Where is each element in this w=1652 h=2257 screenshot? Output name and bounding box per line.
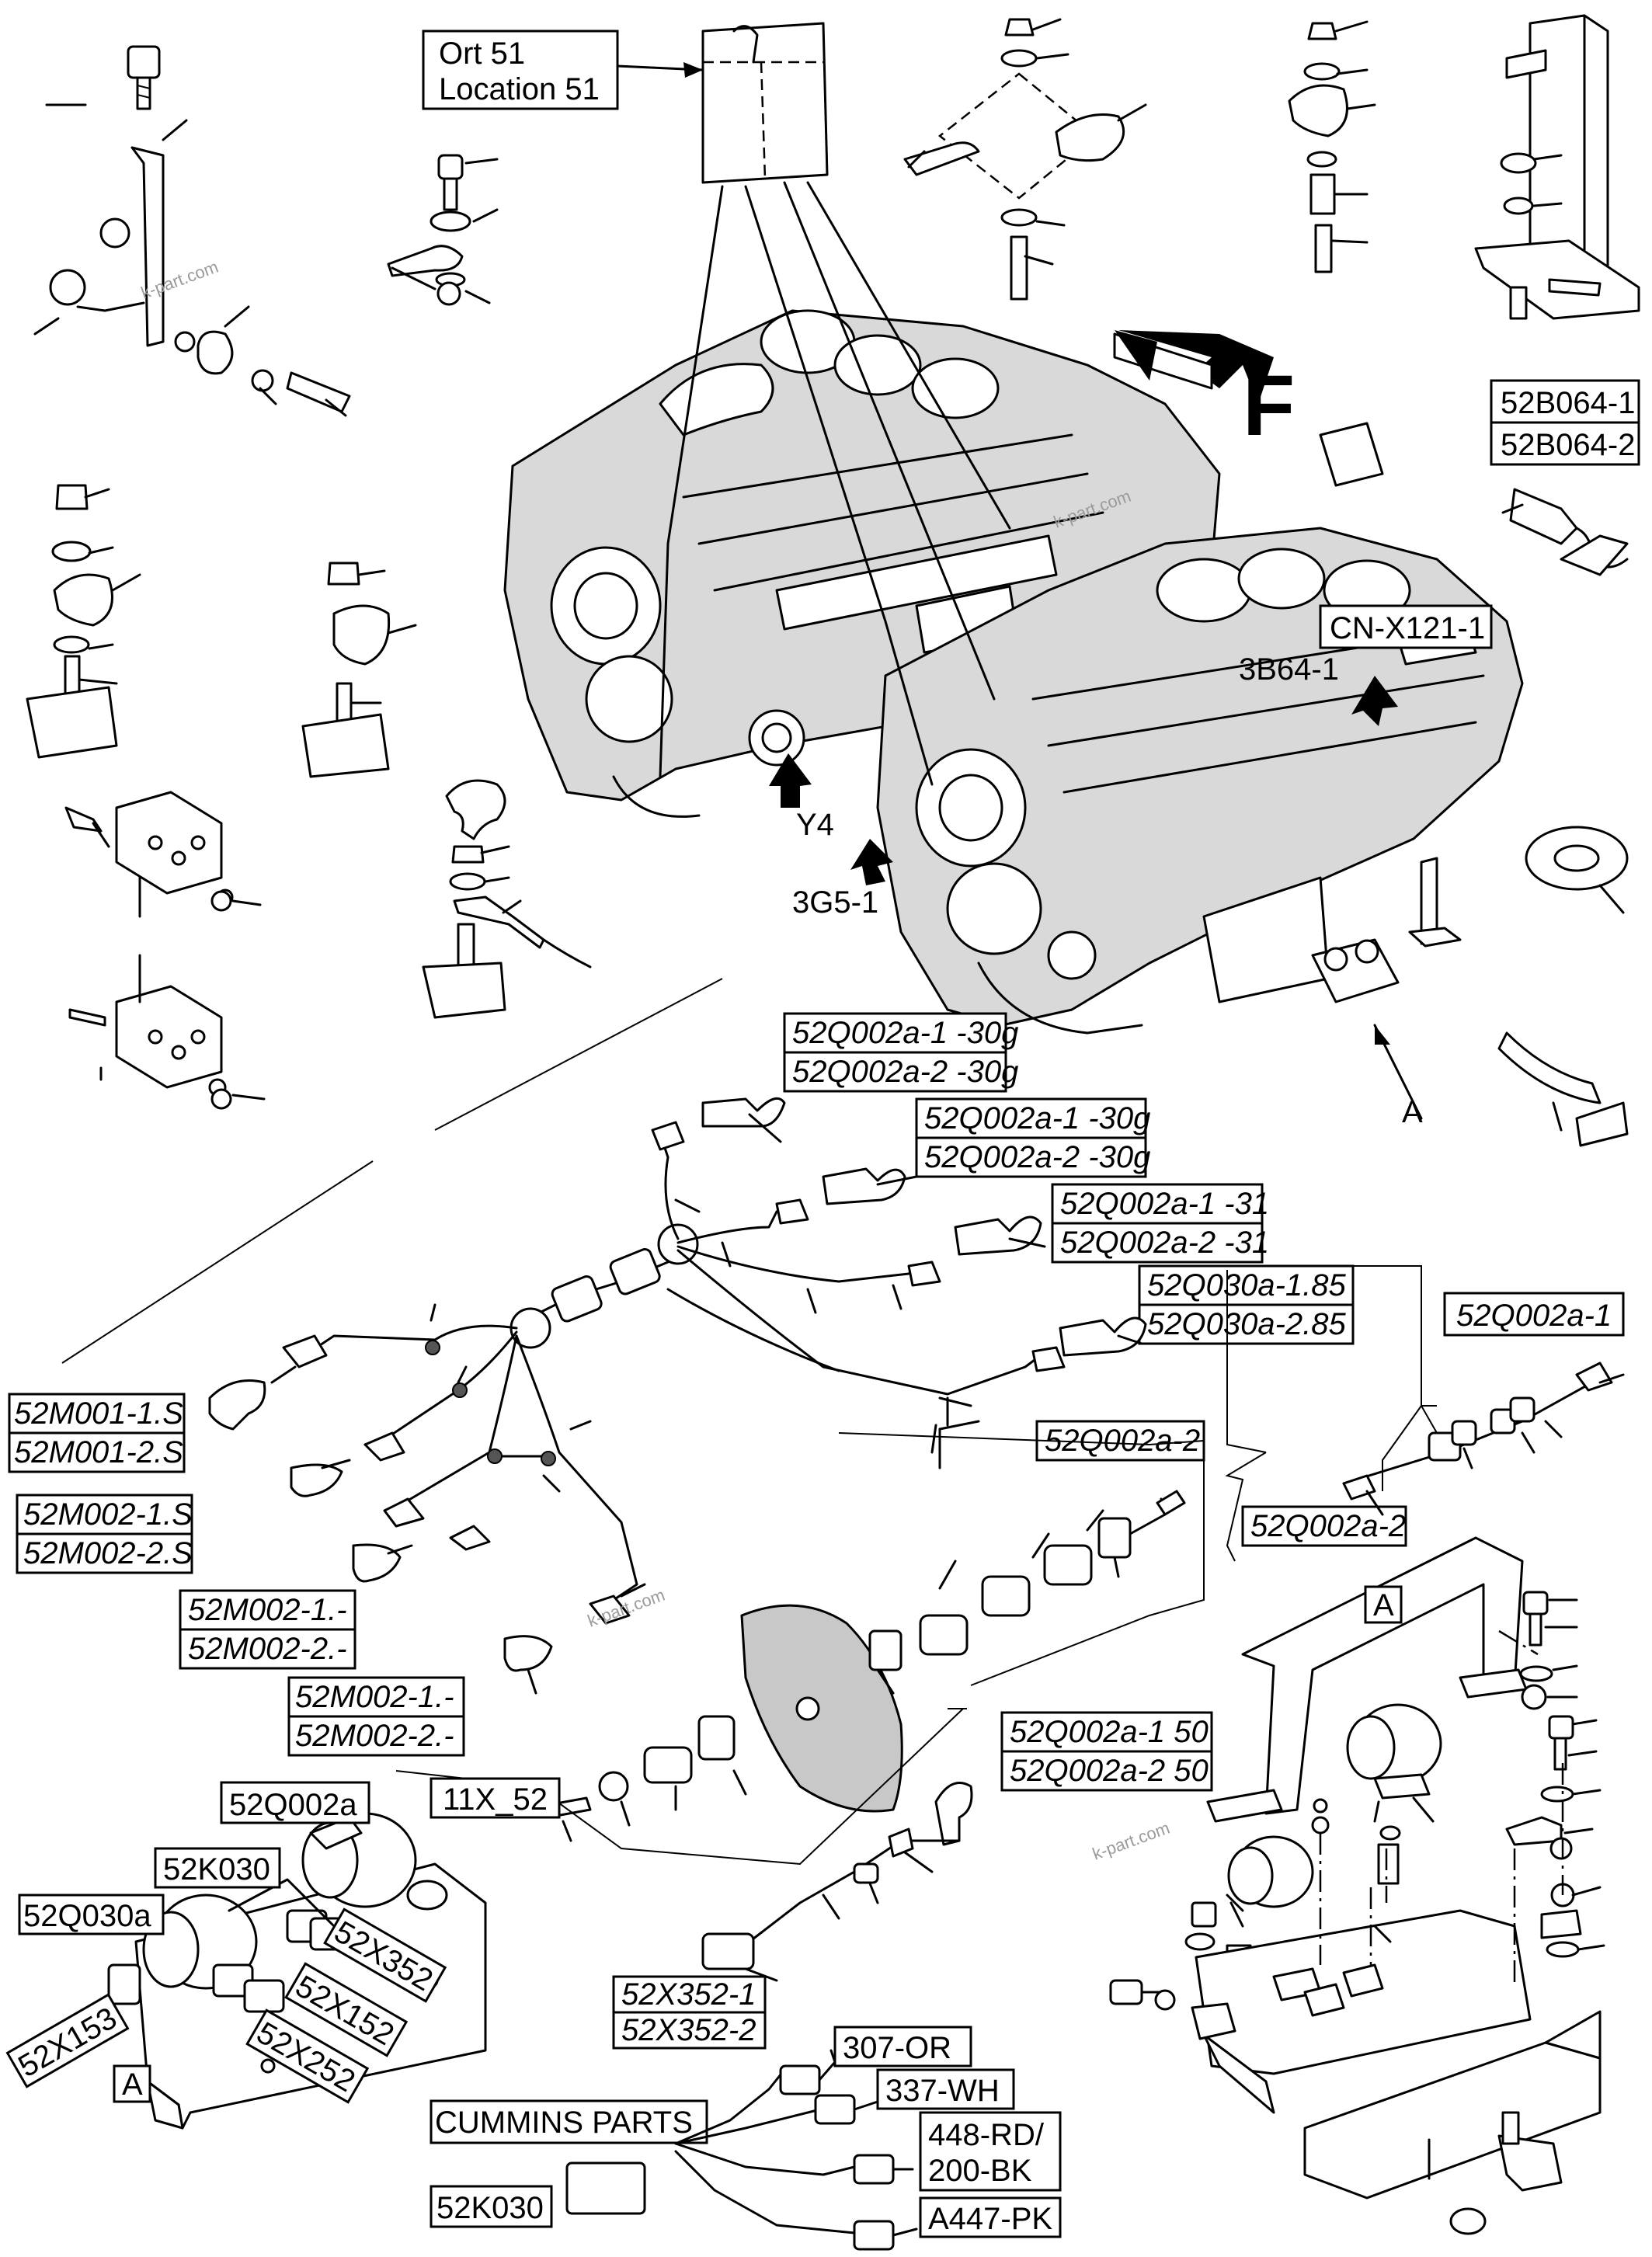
small-bracket-right: [1408, 857, 1462, 948]
clamp-dashed-assembly: [903, 18, 1147, 301]
valve-y4: Y4: [796, 808, 834, 842]
angle-bracket-2: [68, 954, 266, 1110]
harness-label-x352-2: 52X352-2: [621, 2013, 756, 2047]
boot-and-stud-assembly: [422, 779, 592, 1019]
relay-52q030a: 52Q030a: [23, 1899, 151, 1933]
terminal-block-right: [1311, 938, 1400, 1003]
hardware-panel-right: [1109, 1825, 1602, 2235]
watermark-4: k-part.com: [1090, 1818, 1172, 1864]
motor-label-m002-2a: 52M002-2.-: [188, 1632, 347, 1666]
post-bracket-top-right: [1474, 14, 1640, 320]
harness-label-x352-1: 52X352-1: [621, 1977, 756, 2012]
relay-label-q002-50-1: 52Q002a-1 50: [1010, 1715, 1209, 1749]
view-a-indicator: A: [1402, 1095, 1423, 1129]
relay-label-q002-50: 52Q002a-1 50 52Q002a-2 50: [1000, 1711, 1213, 1792]
connector-11x52: 11X_52: [443, 1782, 548, 1817]
harness-callouts-upper: 52Q002a-1 -30g 52Q002a-2 -30g 52Q002a-1 …: [783, 1012, 1625, 1547]
connector-cn-x121: CN-X121-1: [1330, 611, 1485, 645]
angle-bracket-1: [64, 791, 262, 918]
harness-x352: 52X352-1 52X352-2: [612, 1782, 973, 2050]
location-label-de: Ort 51: [439, 37, 525, 71]
harness-label-q002-31-2: 52Q002a-2 -31: [1060, 1226, 1269, 1260]
harness-label-q030-285: 52Q030a-2.85: [1147, 1307, 1347, 1341]
motor-label-m002-1b: 52M002-1.-: [295, 1680, 454, 1714]
relay-right-lower: [1227, 1798, 1330, 1928]
top-left-bracket-assembly: [33, 45, 351, 417]
motor-label-m002-2s: 52M002-2.S: [23, 1536, 193, 1570]
harness-label-q002a-2-top: 52Q002a-2: [1045, 1424, 1200, 1458]
motor-label-m001-2s: 52M001-2.S: [14, 1435, 183, 1469]
wiring-leads-engine: [612, 181, 1143, 1035]
location-51-callout: Ort 51 Location 51: [422, 22, 829, 184]
relay-52q002a: 52Q002a: [229, 1788, 357, 1822]
sensor-3b64: 3B64-1: [1239, 652, 1339, 687]
box-a-left: A: [122, 2067, 143, 2102]
sensor-b064-callout: 52B064-1 52B064-2: [1490, 379, 1640, 576]
main-wire-harness: [208, 1097, 1147, 1695]
motor-label-m002-1s: 52M002-1.S: [23, 1497, 193, 1532]
motor-label-m001-1s: 52M001-1.S: [14, 1396, 183, 1431]
cable-tie-and-label: [1497, 1031, 1629, 1147]
connector-11x52-callout: 11X_52: [430, 1777, 561, 1819]
clamp-on-stud-left: [26, 484, 141, 759]
harness-label-q002-31-1: 52Q002a-1 -31: [1060, 1187, 1269, 1221]
cummins-parts-label: CUMMINS PARTS: [435, 2106, 693, 2140]
wire-448-rd: 448-RD/: [928, 2118, 1045, 2152]
wire-200-bk: 200-BK: [928, 2154, 1032, 2188]
harness-label-q002-30g-2b: 52Q002a-2 -30g: [924, 1140, 1150, 1174]
harness-label-q030-185: 52Q030a-1.85: [1147, 1268, 1347, 1302]
box-a-right: A: [1373, 1588, 1394, 1622]
location-label-en: Location 51: [439, 72, 600, 106]
cummins-pigtail-harness: CUMMINS PARTS 307-OR 337-WH 448-RD/ 200-…: [430, 2026, 1062, 2251]
relay-52k030-top: 52K030: [163, 1852, 270, 1887]
sensor-b064-1: 52B064-1: [1501, 386, 1635, 420]
clamp-stack-right: [1288, 20, 1376, 273]
relay-right-upper: [1346, 1703, 1442, 1823]
harness-label-q002-30g-1: 52Q002a-1 -30g: [792, 1016, 1018, 1050]
sensor-b064-2: 52B064-2: [1501, 428, 1635, 462]
short-harness-right: [1225, 1265, 1625, 1562]
motor-label-m002-2b: 52M002-2.-: [295, 1719, 454, 1753]
front-letter-f: F: [1243, 358, 1295, 454]
harness-callouts-left: 52M001-1.S 52M001-2.S 52M002-1.S 52M002-…: [8, 1393, 465, 1757]
harness-label-q002a-2-mid: 52Q002a-2: [1250, 1509, 1406, 1543]
wire-307-or: 307-OR: [843, 2031, 951, 2065]
relay-52k030-bottom: 52K030: [436, 2191, 544, 2225]
wire-337-wh: 337-WH: [885, 2074, 1000, 2108]
motor-label-m002-1a: 52M002-1.-: [188, 1593, 347, 1627]
wire-a447-pk: A447-PK: [928, 2202, 1052, 2236]
arch-bracket-right: A: [1206, 1536, 1528, 1823]
harness-label-q002-30g-1b: 52Q002a-1 -30g: [924, 1101, 1150, 1135]
relay-label-q002-50-2: 52Q002a-2 50: [1010, 1754, 1209, 1788]
front-direction-arrow: F: [1113, 330, 1295, 454]
sensor-3g5: 3G5-1: [792, 885, 878, 920]
wire-roll: [1525, 826, 1629, 914]
clamp-on-stud-center-left: [301, 562, 417, 778]
harness-label-q002a-1: 52Q002a-1: [1456, 1299, 1612, 1333]
bulkhead-connector-exploded: [395, 1432, 1205, 1866]
ring-terminal-stack-top: [387, 154, 499, 306]
bolts-stack-right-edge: [1319, 1591, 1605, 1988]
harness-label-q002-30g-2: 52Q002a-2 -30g: [792, 1055, 1018, 1089]
engine-callouts: CN-X121-1 3B64-1 Y4 3G5-1 A: [769, 604, 1493, 1129]
